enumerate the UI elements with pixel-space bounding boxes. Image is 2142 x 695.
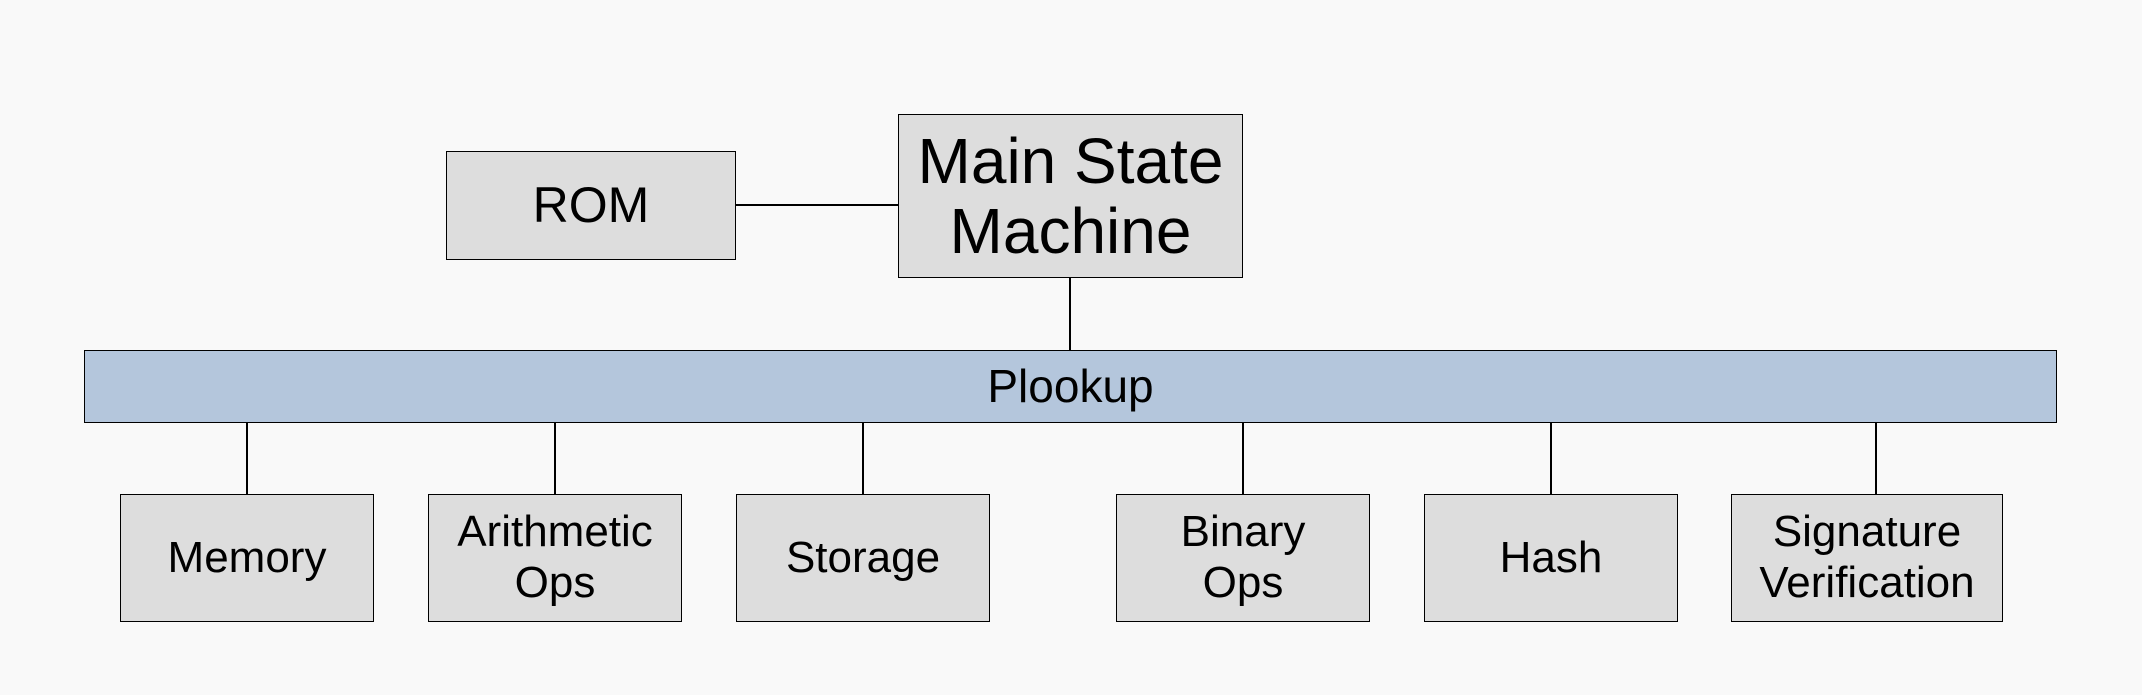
plookup-bar: Plookup bbox=[84, 350, 2057, 423]
arithmetic-ops-box: Arithmetic Ops bbox=[428, 494, 682, 622]
signature-verification-box: Signature Verification bbox=[1731, 494, 2003, 622]
connector-plookup-signature bbox=[1875, 423, 1877, 494]
connector-plookup-hash bbox=[1550, 423, 1552, 494]
connector-plookup-storage bbox=[862, 423, 864, 494]
connector-rom-main bbox=[736, 204, 898, 206]
storage-box: Storage bbox=[736, 494, 990, 622]
hash-box: Hash bbox=[1424, 494, 1678, 622]
main-state-machine-box: Main State Machine bbox=[898, 114, 1243, 278]
memory-box: Memory bbox=[120, 494, 374, 622]
connector-plookup-memory bbox=[246, 423, 248, 494]
connector-plookup-binary bbox=[1242, 423, 1244, 494]
connector-main-plookup bbox=[1069, 278, 1071, 350]
rom-box: ROM bbox=[446, 151, 736, 260]
binary-ops-box: Binary Ops bbox=[1116, 494, 1370, 622]
connector-plookup-arithmetic bbox=[554, 423, 556, 494]
